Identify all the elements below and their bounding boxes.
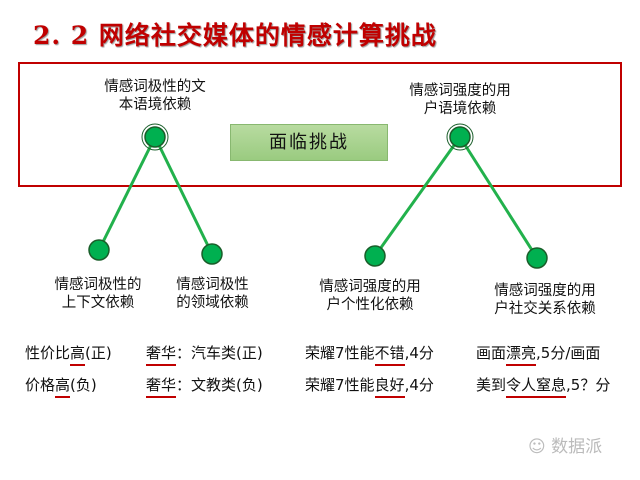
example-part: ,5？分 [566, 376, 611, 394]
challenge-frame [18, 62, 622, 187]
edge [153, 136, 214, 255]
underlined-keyword: 高 [70, 344, 86, 366]
edge [373, 136, 462, 257]
example-part: 美到 [476, 376, 507, 394]
example-text: 荣耀7性能不错,4分 [305, 342, 434, 366]
node-top-left [144, 126, 166, 148]
node-bottom-4 [526, 247, 548, 269]
example-text: 价格高(负) [25, 374, 97, 398]
slide-title: 2. 2 网络社交媒体的情感计算挑战 [33, 21, 437, 50]
example-text: 奢华：文教类(负) [146, 374, 263, 398]
underlined-keyword: 令人窒息 [506, 376, 567, 398]
bottom-node-label: 情感词极性的 上下文依赖 [54, 277, 142, 311]
example-part: 荣耀7性能 [305, 344, 375, 362]
top-node-label: 情感词强度的用 户语境依赖 [409, 83, 511, 117]
top-node-label: 情感词极性的文 本语境依赖 [104, 79, 206, 113]
bottom-node-label: 情感词强度的用 户社交关系依赖 [494, 283, 596, 317]
challenge-button[interactable]: 面临挑战 [230, 124, 388, 161]
node-top-right [449, 126, 471, 148]
example-part: ,4分 [404, 344, 434, 362]
node-bottom-3 [364, 245, 386, 267]
example-text: 性价比高(正) [25, 342, 112, 366]
underlined-keyword: 奢华 [146, 344, 177, 366]
example-text: 荣耀7性能良好,4分 [305, 374, 434, 398]
watermark: ☺ 数据派 [528, 437, 603, 457]
example-text: 美到令人窒息,5？分 [476, 374, 611, 398]
example-text: 画面漂亮,5分/画面 [476, 342, 601, 366]
underlined-keyword: 漂亮 [506, 344, 537, 366]
example-part: 画面 [476, 344, 507, 362]
example-part: ,5分/画面 [536, 344, 601, 362]
edge [97, 136, 157, 251]
bottom-node-label: 情感词极性 的领域依赖 [176, 277, 249, 311]
bottom-node-label: 情感词强度的用 户个性化依赖 [319, 279, 421, 313]
example-text: 奢华：汽车类(正) [146, 342, 263, 366]
node-bottom-2 [201, 243, 223, 265]
example-part: ：汽车类(正) [176, 344, 263, 362]
example-part: 性价比 [25, 344, 71, 362]
example-part: (负) [70, 376, 97, 394]
example-part: 荣耀7性能 [305, 376, 375, 394]
wechat-icon: ☺ [528, 437, 552, 457]
underlined-keyword: 奢华 [146, 376, 177, 398]
example-part: (正) [85, 344, 112, 362]
example-part: ：文教类(负) [176, 376, 263, 394]
underlined-keyword: 不错 [374, 344, 405, 366]
underlined-keyword: 良好 [374, 376, 405, 398]
edge [458, 136, 539, 259]
example-part: ,4分 [404, 376, 434, 394]
example-part: 价格 [25, 376, 56, 394]
node-bottom-1 [88, 239, 110, 261]
underlined-keyword: 高 [55, 376, 71, 398]
